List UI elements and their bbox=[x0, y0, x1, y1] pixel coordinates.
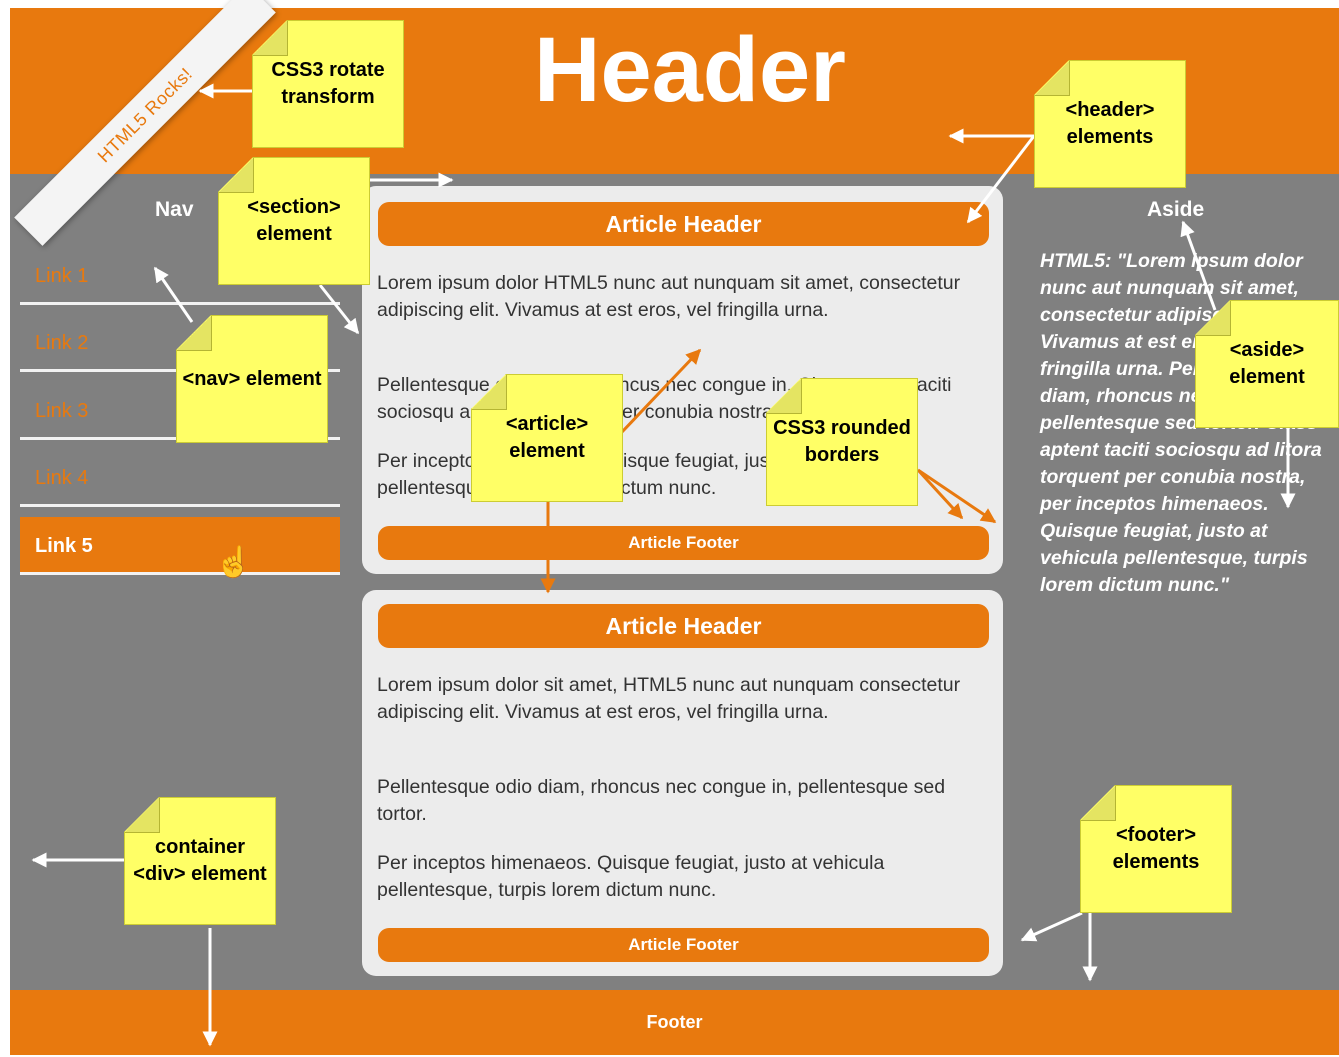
note-footer-elements: <footer> elements bbox=[1080, 785, 1232, 913]
aside-title: Aside bbox=[1147, 198, 1205, 221]
note-text: CSS3 rotate transform bbox=[271, 59, 385, 108]
note-container-div: container <div> element bbox=[124, 797, 276, 925]
nav-title: Nav bbox=[155, 198, 194, 221]
note-header-elements: <header> elements bbox=[1034, 60, 1186, 188]
article-paragraph: Per inceptos himenaeos. Quisque feugiat,… bbox=[377, 852, 885, 901]
note-text: container <div> element bbox=[133, 836, 267, 885]
note-text: <nav> element bbox=[182, 367, 322, 390]
note-text: CSS3 rounded borders bbox=[773, 417, 911, 466]
header-title: Header bbox=[534, 19, 846, 121]
note-aside-element: <aside> element bbox=[1195, 300, 1339, 428]
nav-link-5[interactable]: Link 5 bbox=[20, 517, 340, 575]
article-paragraph: Pellentesque odio diam, rhoncus nec cong… bbox=[377, 776, 946, 825]
article-footer: Article Footer bbox=[378, 928, 989, 962]
footer-label: Footer bbox=[646, 1012, 703, 1032]
article-2: Article Header Lorem ipsum dolor sit ame… bbox=[362, 590, 1003, 976]
note-nav-element: <nav> element bbox=[176, 315, 328, 443]
note-text: <article> element bbox=[505, 413, 589, 462]
note-section-element: <section> element bbox=[218, 157, 370, 285]
note-css3-rounded: CSS3 rounded borders bbox=[766, 378, 918, 506]
note-text: <header> elements bbox=[1065, 99, 1155, 148]
footer-bar bbox=[10, 990, 1339, 1055]
note-css3-rotate: CSS3 rotate transform bbox=[252, 20, 404, 148]
article-header: Article Header bbox=[378, 604, 989, 648]
article-footer: Article Footer bbox=[378, 526, 989, 560]
note-text: <footer> elements bbox=[1112, 824, 1200, 873]
nav-link-4[interactable]: Link 4 bbox=[20, 449, 340, 507]
article-paragraph: Lorem ipsum dolor sit amet, HTML5 nunc a… bbox=[377, 674, 961, 723]
hand-pointer-icon: ☝ bbox=[215, 546, 253, 579]
article-header: Article Header bbox=[378, 202, 989, 246]
note-text: <section> element bbox=[247, 196, 341, 245]
note-text: <aside> element bbox=[1229, 339, 1305, 388]
article-paragraph: Lorem ipsum dolor HTML5 nunc aut nunquam… bbox=[377, 272, 961, 321]
note-article-element: <article> element bbox=[471, 374, 623, 502]
